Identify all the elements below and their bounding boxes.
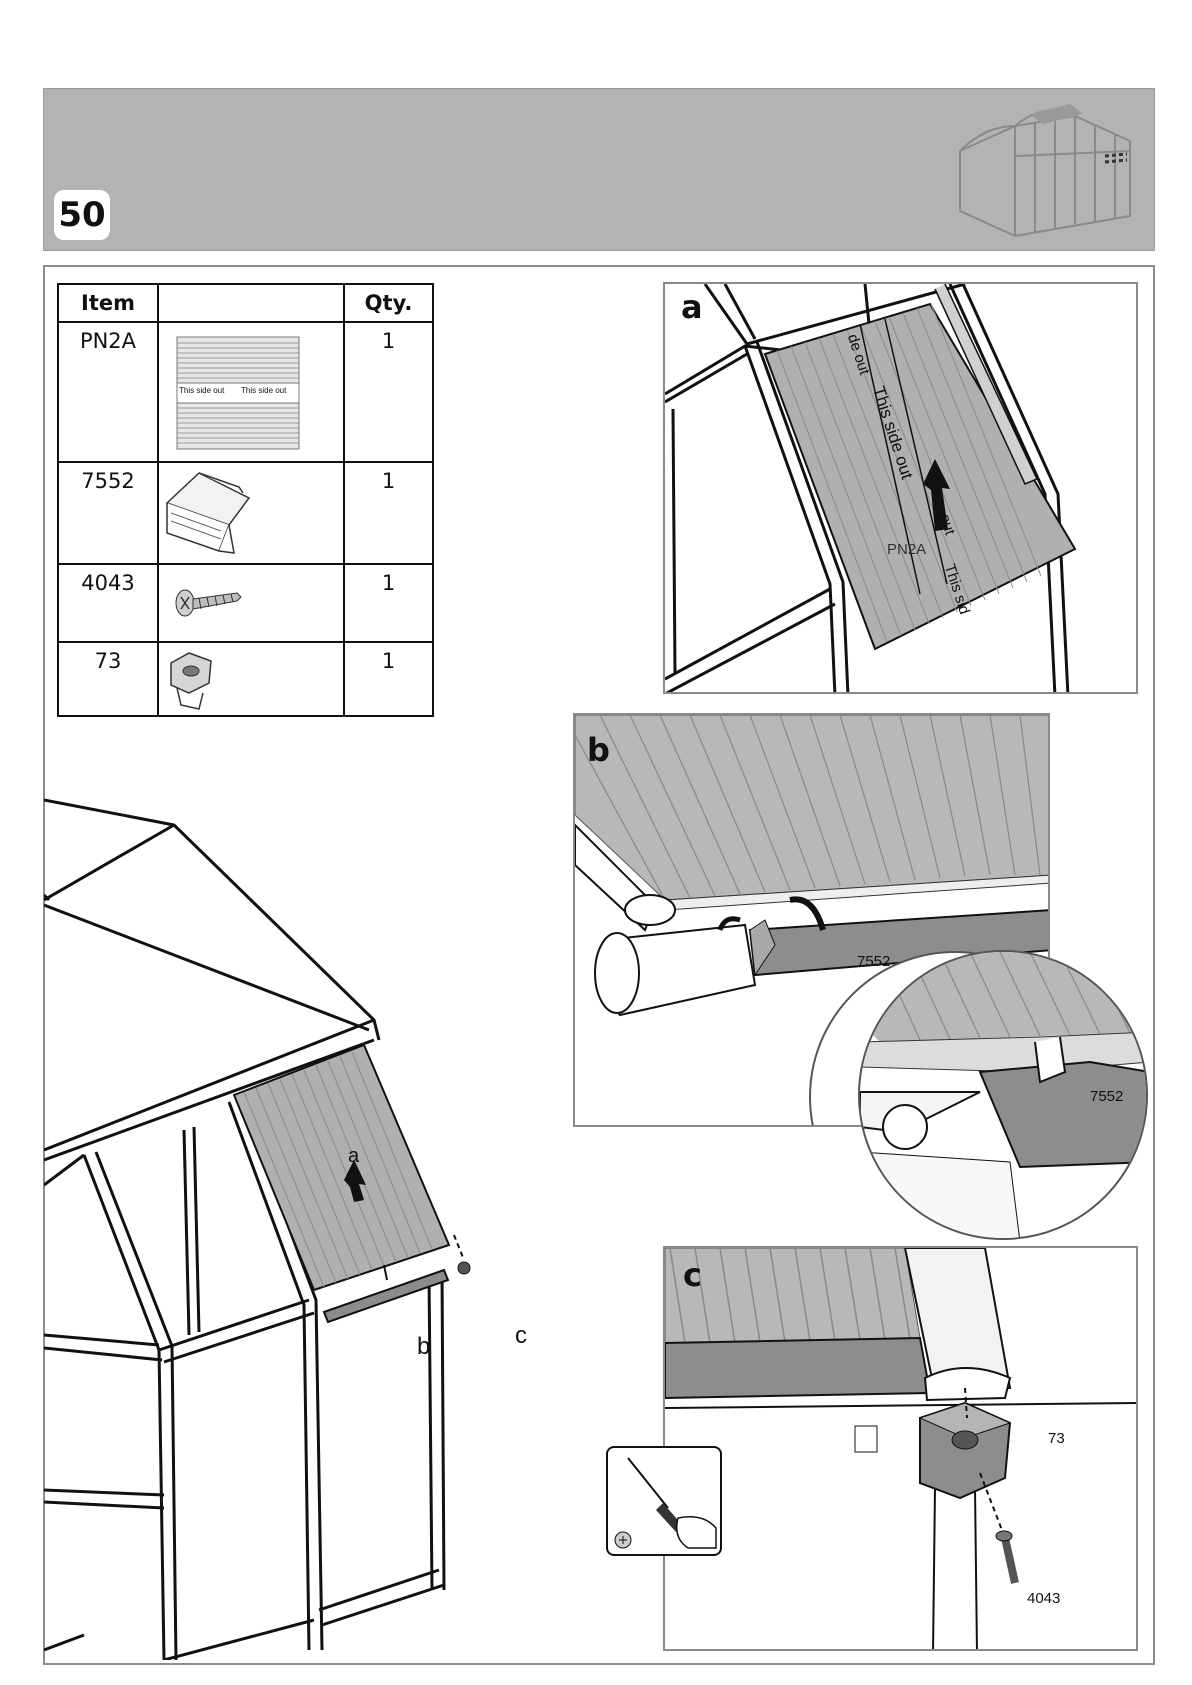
- table-row: 7552 1: [57, 461, 434, 565]
- content-frame: [43, 265, 1155, 1665]
- detail-panel-c: c 73 4043: [663, 1246, 1138, 1651]
- screwdriver-inset: [606, 1446, 722, 1556]
- main-label-c: c: [515, 1322, 527, 1349]
- parts-table: Item Qty. PN2A: [57, 283, 434, 717]
- item-code: 4043: [81, 571, 135, 595]
- item-code: 73: [94, 649, 122, 673]
- table-row: 73 1: [57, 641, 434, 717]
- screw-label: 4043: [1027, 1590, 1061, 1607]
- part-image-73-connector: [157, 641, 345, 717]
- panel-b-part-label: 7552: [857, 953, 891, 970]
- step-number: 50: [54, 190, 110, 240]
- main-label-b: b: [417, 1333, 431, 1360]
- part-image-7552: [157, 461, 345, 565]
- panel-label-right: This side out: [241, 386, 287, 395]
- panel-b-letter: b: [587, 731, 610, 769]
- item-qty: 1: [381, 649, 396, 673]
- panel-c-letter: c: [683, 1256, 702, 1294]
- panel-a-code: PN2A: [887, 541, 927, 558]
- greenhouse-thumbnail: [955, 96, 1145, 246]
- zoom-detail-circle: [858, 950, 1148, 1240]
- main-greenhouse-illustration: [44, 790, 584, 1660]
- item-qty: 1: [381, 329, 396, 353]
- item-code: 7552: [81, 469, 135, 493]
- header-qty: Qty.: [343, 283, 434, 323]
- table-row: PN2A This side: [57, 321, 434, 463]
- header-item: Item: [57, 283, 159, 323]
- header-image: [157, 283, 345, 323]
- detail-panel-a: a de out This side out out This sid PN2A: [663, 282, 1138, 694]
- zoom-part-label: 7552: [1090, 1088, 1124, 1105]
- part-image-4043-screw: [157, 563, 345, 643]
- item-qty: 1: [381, 469, 396, 493]
- item-code: PN2A: [79, 329, 137, 353]
- connector-label: 73: [1048, 1430, 1065, 1447]
- main-label-a: a: [348, 1145, 360, 1167]
- item-qty: 1: [381, 571, 396, 595]
- panel-label-left: This side out: [179, 386, 225, 395]
- step-header: [43, 88, 1155, 251]
- part-image-pn2a: This side out This side out: [157, 321, 345, 463]
- table-row: 4043 1: [57, 563, 434, 643]
- panel-a-letter: a: [681, 288, 703, 326]
